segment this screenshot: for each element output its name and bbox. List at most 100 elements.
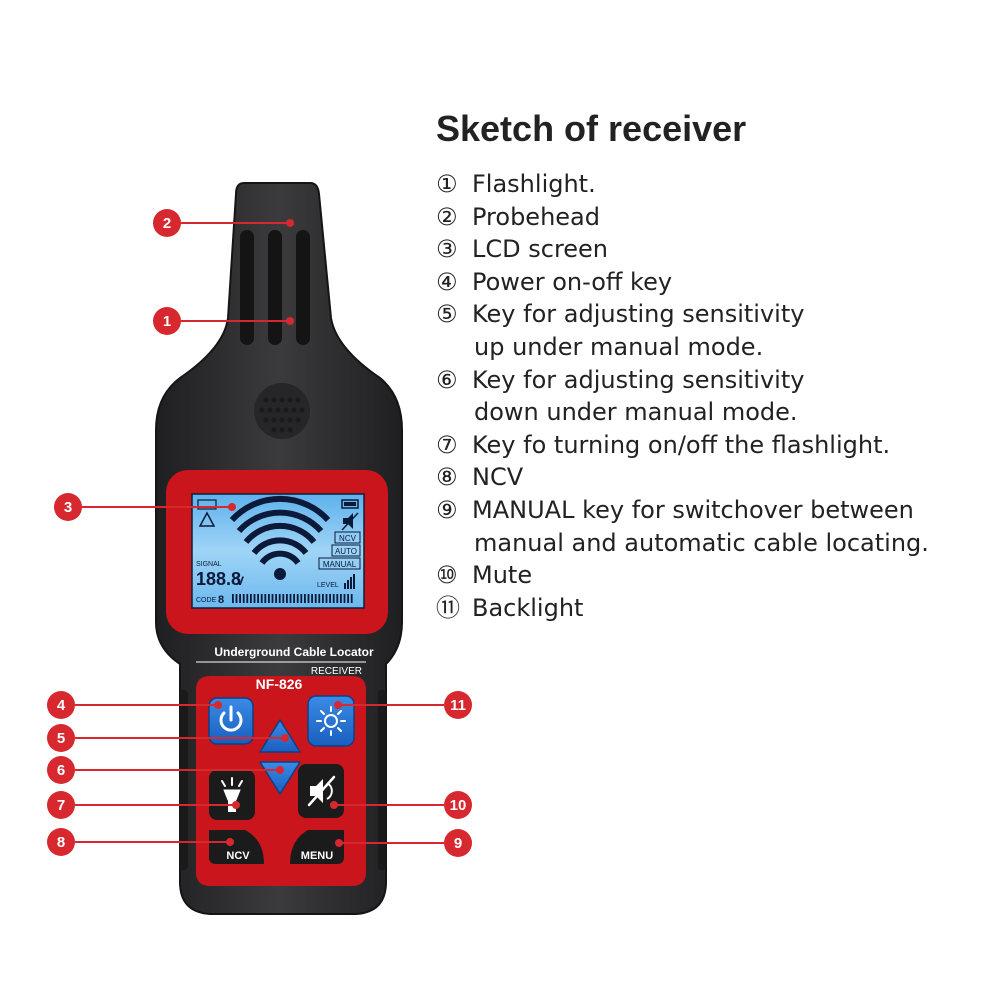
lcd-signal-value: 188.8 xyxy=(196,569,241,589)
battery-icon xyxy=(341,499,359,509)
legend-item-continuation: manual and automatic cable locating. xyxy=(436,527,996,560)
lcd-bargraph-tick xyxy=(264,594,267,603)
lcd-level-label: LEVEL xyxy=(317,582,339,589)
lcd-bargraph-tick xyxy=(300,594,303,603)
legend-text: MANUAL key for switchover between xyxy=(472,495,914,524)
lcd-bargraph-tick xyxy=(350,594,353,603)
lcd-bargraph xyxy=(232,594,353,603)
callout-badge: 10 xyxy=(444,791,472,819)
legend-text: Mute xyxy=(472,561,533,590)
legend-text: Key for adjusting sensitivity xyxy=(472,300,805,329)
callout-leaders xyxy=(75,219,444,847)
callout-number: 1 xyxy=(163,313,171,330)
lcd-bargraph-tick xyxy=(311,594,313,603)
lcd-bargraph-tick xyxy=(278,594,281,603)
lcd-bargraph-tick xyxy=(250,594,252,603)
lcd-bargraph-tick xyxy=(239,594,241,603)
lcd-signal-label: SIGNAL xyxy=(196,561,222,568)
signal-arcs-icon xyxy=(229,495,331,565)
lcd-bargraph-tick xyxy=(282,594,285,603)
warning-icon xyxy=(198,511,216,527)
legend-number: ⑧ xyxy=(436,463,458,492)
lcd-signal-unit: V xyxy=(236,574,244,588)
battery-icon xyxy=(197,499,217,510)
lcd-bargraph-tick xyxy=(296,594,299,603)
receiver-label: RECEIVER xyxy=(311,666,362,677)
ncv-key[interactable]: NCV xyxy=(209,830,264,864)
legend-number: ② xyxy=(436,202,458,231)
callout-badge: 11 xyxy=(444,691,472,719)
legend-number: ⑪ xyxy=(436,593,460,622)
lcd-bargraph-tick xyxy=(329,594,331,603)
callout-badge: 7 xyxy=(47,791,75,819)
lcd-bargraph-tick xyxy=(286,594,288,603)
sun-icon xyxy=(316,706,346,736)
mute-icon xyxy=(307,775,336,807)
model-tab xyxy=(238,676,318,690)
callout-number: 4 xyxy=(57,697,66,714)
backlight-key[interactable] xyxy=(307,695,355,747)
lcd-bargraph-tick xyxy=(257,594,259,603)
lcd-bargraph-tick xyxy=(318,594,321,603)
menu-key[interactable]: MENU xyxy=(290,830,344,864)
legend-item-lcd-screen: ③ LCD screen xyxy=(436,233,996,266)
lcd-bargraph-tick xyxy=(347,594,349,603)
lcd-screen: NCV AUTO MANUAL SIGNAL 188.8 V LEVEL COD… xyxy=(191,493,365,609)
lcd-bargraph-tick xyxy=(325,594,328,603)
legend-number: ⑩ xyxy=(436,561,458,590)
callout-number: 10 xyxy=(450,797,467,814)
legend-text: up under manual mode. xyxy=(474,332,764,361)
legend-number: ③ xyxy=(436,235,458,264)
callout-badge: 6 xyxy=(47,756,75,784)
lcd-auto-tag xyxy=(331,544,361,557)
probehead-slots xyxy=(240,230,310,345)
level-bars-icon xyxy=(344,574,355,589)
lcd-bargraph-tick xyxy=(289,594,292,603)
legend-text: manual and automatic cable locating. xyxy=(474,528,929,557)
callout-number: 3 xyxy=(64,499,72,516)
mute-key[interactable] xyxy=(298,764,344,818)
power-key[interactable] xyxy=(208,697,254,745)
lcd-auto-text: AUTO xyxy=(335,547,357,556)
legend-item-probehead: ② Probehead xyxy=(436,201,996,234)
legend-number: ⑨ xyxy=(436,495,458,524)
legend-text: down under manual mode. xyxy=(474,398,798,427)
lcd-bargraph-tick xyxy=(343,594,346,603)
sensitivity-up-key[interactable] xyxy=(259,719,301,753)
legend-title: Sketch of receiver xyxy=(436,108,747,149)
lcd-code-label: CODE xyxy=(196,597,217,604)
product-label: Underground Cable Locator xyxy=(214,645,374,659)
lcd-bargraph-tick xyxy=(232,594,234,603)
ncv-key-label: NCV xyxy=(226,850,250,862)
lcd-bargraph-tick xyxy=(246,594,249,603)
callout-badge: 9 xyxy=(444,829,472,857)
lcd-bargraph-tick xyxy=(307,594,310,603)
callout-badge: 2 xyxy=(153,209,181,237)
legend-text: Probehead xyxy=(472,202,600,231)
legend-number: ⑦ xyxy=(436,430,458,459)
lcd-ncv-tag xyxy=(334,531,361,544)
lcd-bargraph-tick xyxy=(293,594,295,603)
callout-number: 11 xyxy=(450,697,466,714)
menu-key-label: MENU xyxy=(301,850,333,862)
callout-badge: 8 xyxy=(47,828,75,856)
lcd-bargraph-tick xyxy=(253,594,256,603)
legend-text: LCD screen xyxy=(472,235,609,264)
flashlight-key[interactable] xyxy=(209,770,255,820)
lcd-bargraph-tick xyxy=(260,594,263,603)
lcd-bargraph-tick xyxy=(271,594,274,603)
callout-badge: 1 xyxy=(153,307,181,335)
lcd-bargraph-tick xyxy=(304,594,306,603)
legend-text: Power on-off key xyxy=(472,267,673,296)
callout-badge: 3 xyxy=(54,493,82,521)
callout-number: 5 xyxy=(57,730,65,747)
